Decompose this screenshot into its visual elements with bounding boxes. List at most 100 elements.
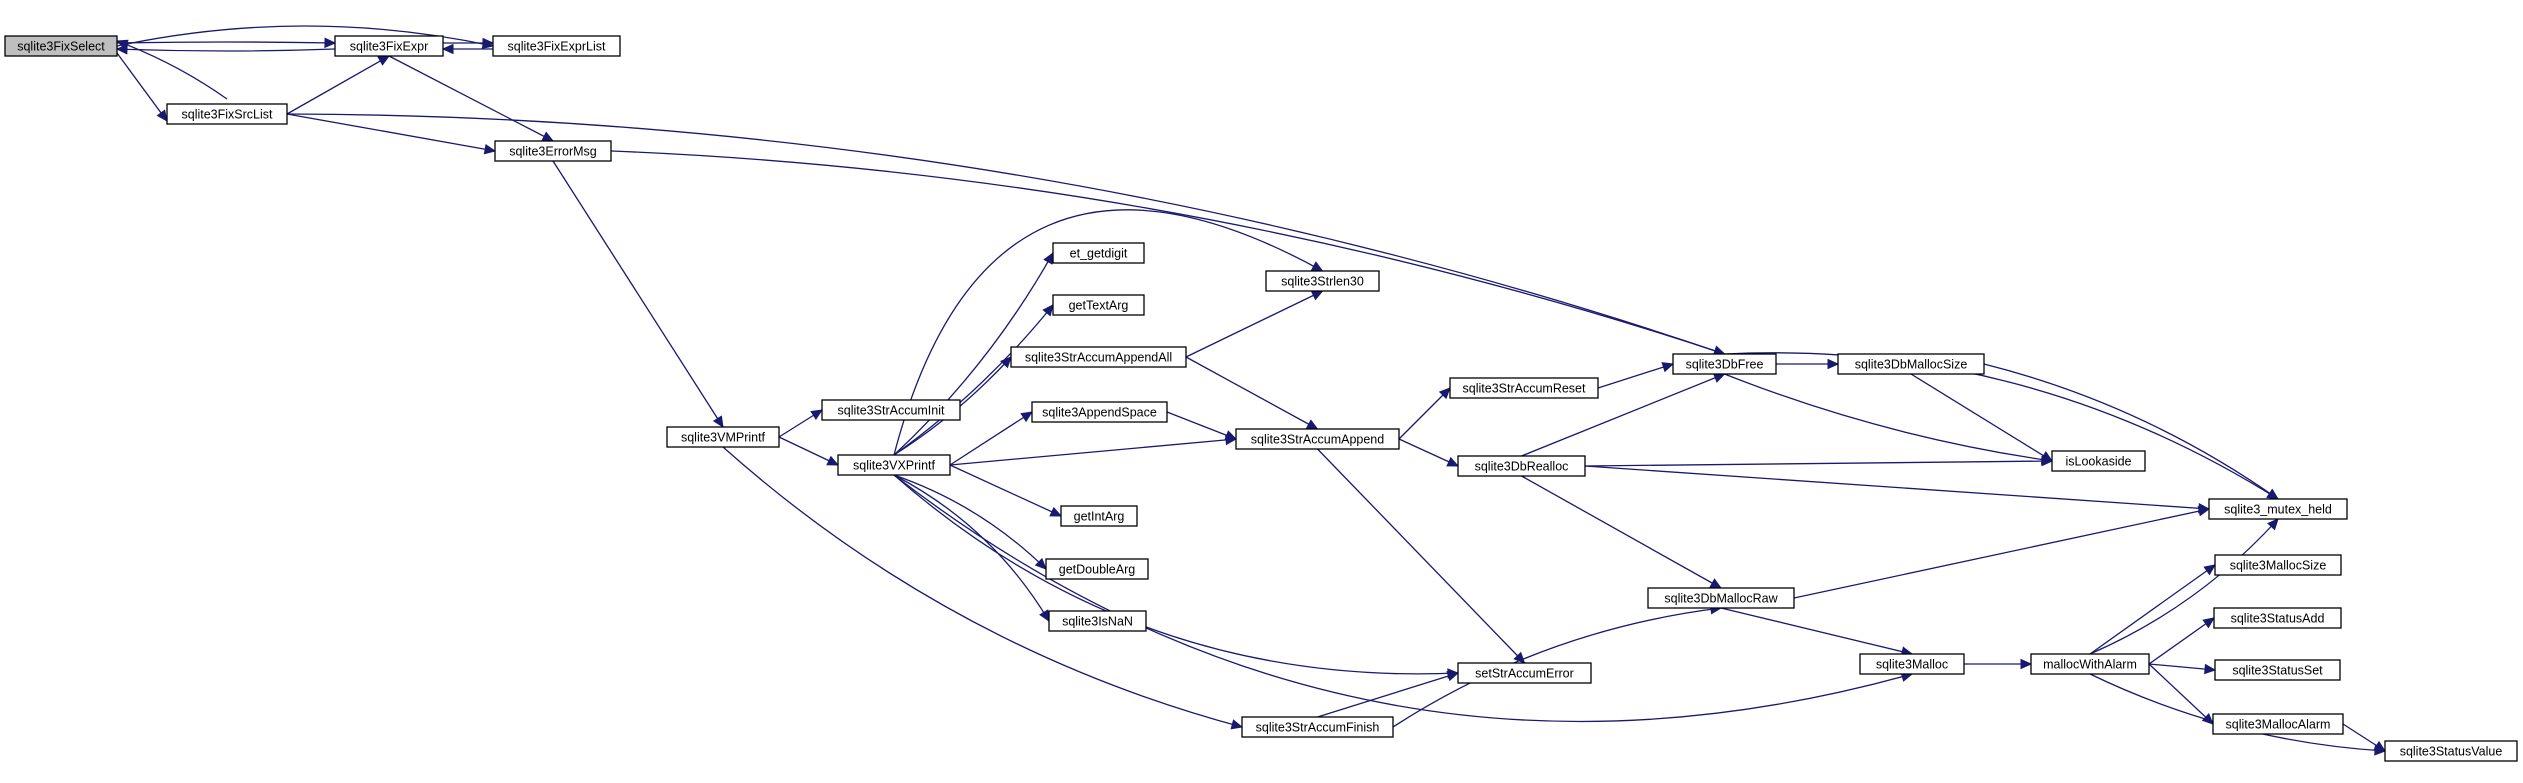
node-box[interactable]	[1265, 270, 1380, 292]
node-box[interactable]	[166, 103, 288, 125]
node-box[interactable]	[492, 35, 621, 57]
call-edge-line	[1724, 352, 2279, 500]
node-box[interactable]	[837, 454, 951, 476]
node-sqlite3StrAccumAppendAll[interactable]: sqlite3StrAccumAppendAll	[1010, 346, 1187, 368]
call-edge-arrowhead	[1034, 557, 1047, 570]
call-edge-mallocWithAlarm-to-sqlite3MallocSize	[2089, 564, 2216, 655]
node-label: sqlite3StatusValue	[2400, 745, 2503, 759]
node-box[interactable]	[1235, 428, 1400, 450]
call-edge-arrowhead	[2202, 617, 2215, 629]
node-box[interactable]	[1052, 242, 1145, 264]
node-box[interactable]	[1048, 610, 1147, 632]
node-box[interactable]	[2208, 498, 2348, 520]
call-edge-line	[116, 40, 228, 100]
node-sqlite3StrAccumAppend[interactable]: sqlite3StrAccumAppend	[1235, 428, 1400, 450]
call-edge-arrowhead	[1446, 671, 1460, 682]
node-box[interactable]	[1837, 353, 1985, 375]
node-sqlite3ErrorMsg[interactable]: sqlite3ErrorMsg	[494, 140, 612, 162]
call-edge-arrowhead	[482, 37, 495, 49]
call-edge-sqlite3FixExpr-to-sqlite3ErrorMsg	[388, 55, 555, 142]
node-box[interactable]	[2214, 659, 2341, 681]
node-box[interactable]	[1457, 662, 1592, 684]
node-et_getdigit[interactable]: et_getdigit	[1052, 242, 1145, 264]
call-edge-arrowhead	[1020, 411, 1034, 423]
node-box[interactable]	[1859, 653, 1965, 675]
node-sqlite3IsNaN[interactable]: sqlite3IsNaN	[1048, 610, 1147, 632]
node-box[interactable]	[2214, 554, 2342, 576]
node-sqlite3_mutex_held[interactable]: sqlite3_mutex_held	[2208, 498, 2348, 520]
call-edge-sqlite3FixSrcList-to-sqlite3ErrorMsg	[286, 113, 497, 155]
node-sqlite3StrAccumInit[interactable]: sqlite3StrAccumInit	[821, 399, 961, 421]
node-sqlite3FixSelect[interactable]: sqlite3FixSelect	[4, 35, 118, 57]
node-box[interactable]	[1241, 716, 1394, 738]
node-box[interactable]	[1060, 505, 1138, 527]
node-isLookaside[interactable]: isLookaside	[2051, 450, 2146, 472]
call-edge-mallocWithAlarm-to-sqlite3MallocAlarm	[2148, 663, 2214, 725]
node-box[interactable]	[2213, 607, 2342, 629]
node-sqlite3MallocAlarm[interactable]: sqlite3MallocAlarm	[2212, 713, 2344, 735]
call-edge-sqlite3ErrorMsg-to-sqlite3DbFree	[610, 150, 1726, 356]
call-edge-sqlite3VMPrintf-to-sqlite3VXPrintf	[778, 436, 840, 466]
call-edge-line	[893, 252, 1054, 456]
call-edge-sqlite3FixExpr-to-sqlite3FixExprList	[442, 37, 495, 49]
node-mallocWithAlarm[interactable]: mallocWithAlarm	[2030, 653, 2150, 675]
node-box[interactable]	[1647, 587, 1795, 609]
node-box[interactable]	[2384, 740, 2518, 762]
call-edge-sqlite3FixExpr-to-sqlite3FixSelect	[115, 44, 336, 55]
node-label: sqlite3AppendSpace	[1042, 406, 1157, 420]
call-edge-arrowhead	[2204, 663, 2217, 675]
node-label: sqlite3FixSelect	[17, 40, 105, 54]
node-label: sqlite3StrAccumInit	[838, 404, 946, 418]
node-box[interactable]	[1045, 558, 1149, 580]
node-sqlite3Strlen30[interactable]: sqlite3Strlen30	[1265, 270, 1380, 292]
node-box[interactable]	[666, 426, 780, 448]
node-getTextArg[interactable]: getTextArg	[1052, 294, 1145, 316]
node-sqlite3DbMallocSize[interactable]: sqlite3DbMallocSize	[1837, 353, 1985, 375]
node-box[interactable]	[821, 399, 961, 421]
node-box[interactable]	[1449, 377, 1599, 399]
node-sqlite3DbMallocRaw[interactable]: sqlite3DbMallocRaw	[1647, 587, 1795, 609]
node-box[interactable]	[1031, 401, 1168, 423]
call-edge-mallocWithAlarm-to-sqlite3_mutex_held	[2089, 518, 2279, 655]
node-sqlite3Malloc[interactable]: sqlite3Malloc	[1859, 653, 1965, 675]
call-edge-sqlite3DbMallocRaw-to-sqlite3_mutex_held	[1793, 506, 2211, 599]
node-sqlite3FixSrcList[interactable]: sqlite3FixSrcList	[166, 103, 288, 125]
node-getDoubleArg[interactable]: getDoubleArg	[1045, 558, 1149, 580]
node-sqlite3FixExpr[interactable]: sqlite3FixExpr	[334, 35, 444, 57]
call-edge-sqlite3DbMallocSize-to-sqlite3_mutex_held	[1983, 363, 2279, 500]
call-edge-line	[1724, 373, 2053, 462]
node-sqlite3VXPrintf[interactable]: sqlite3VXPrintf	[837, 454, 951, 476]
node-sqlite3StatusSet[interactable]: sqlite3StatusSet	[2214, 659, 2341, 681]
call-edge-line	[893, 474, 1050, 622]
node-sqlite3StatusAdd[interactable]: sqlite3StatusAdd	[2213, 607, 2342, 629]
node-box[interactable]	[2051, 450, 2146, 472]
node-sqlite3MallocSize[interactable]: sqlite3MallocSize	[2214, 554, 2342, 576]
node-box[interactable]	[494, 140, 612, 162]
node-sqlite3FixExprList[interactable]: sqlite3FixExprList	[492, 35, 621, 57]
call-edge-line	[1584, 460, 2053, 467]
node-box[interactable]	[2212, 713, 2344, 735]
node-box[interactable]	[1052, 294, 1145, 316]
node-box[interactable]	[1457, 455, 1586, 477]
call-edge-arrowhead	[826, 455, 840, 466]
node-box[interactable]	[1672, 353, 1777, 375]
node-box[interactable]	[4, 35, 118, 57]
node-sqlite3StatusValue[interactable]: sqlite3StatusValue	[2384, 740, 2518, 762]
node-sqlite3DbRealloc[interactable]: sqlite3DbRealloc	[1457, 455, 1586, 477]
node-sqlite3VMPrintf[interactable]: sqlite3VMPrintf	[666, 426, 780, 448]
call-edge-line	[2148, 617, 2215, 665]
call-edge-arrowhead	[1709, 578, 1723, 589]
call-edge-sqlite3StrAccumFinish-to-setStrAccumError	[1317, 671, 1460, 718]
call-edge-sqlite3VMPrintf-to-sqlite3StrAccumFinish	[722, 446, 1244, 730]
node-box[interactable]	[1010, 346, 1187, 368]
node-box[interactable]	[2030, 653, 2150, 675]
call-edge-arrowhead	[2267, 518, 2279, 531]
node-box[interactable]	[334, 35, 444, 57]
node-sqlite3StrAccumReset[interactable]: sqlite3StrAccumReset	[1449, 377, 1599, 399]
node-setStrAccumError[interactable]: setStrAccumError	[1457, 662, 1592, 684]
call-edge-arrowhead	[2041, 455, 2054, 467]
node-sqlite3StrAccumFinish[interactable]: sqlite3StrAccumFinish	[1241, 716, 1394, 738]
node-getIntArg[interactable]: getIntArg	[1060, 505, 1138, 527]
node-sqlite3AppendSpace[interactable]: sqlite3AppendSpace	[1031, 401, 1168, 423]
node-sqlite3DbFree[interactable]: sqlite3DbFree	[1672, 353, 1777, 375]
